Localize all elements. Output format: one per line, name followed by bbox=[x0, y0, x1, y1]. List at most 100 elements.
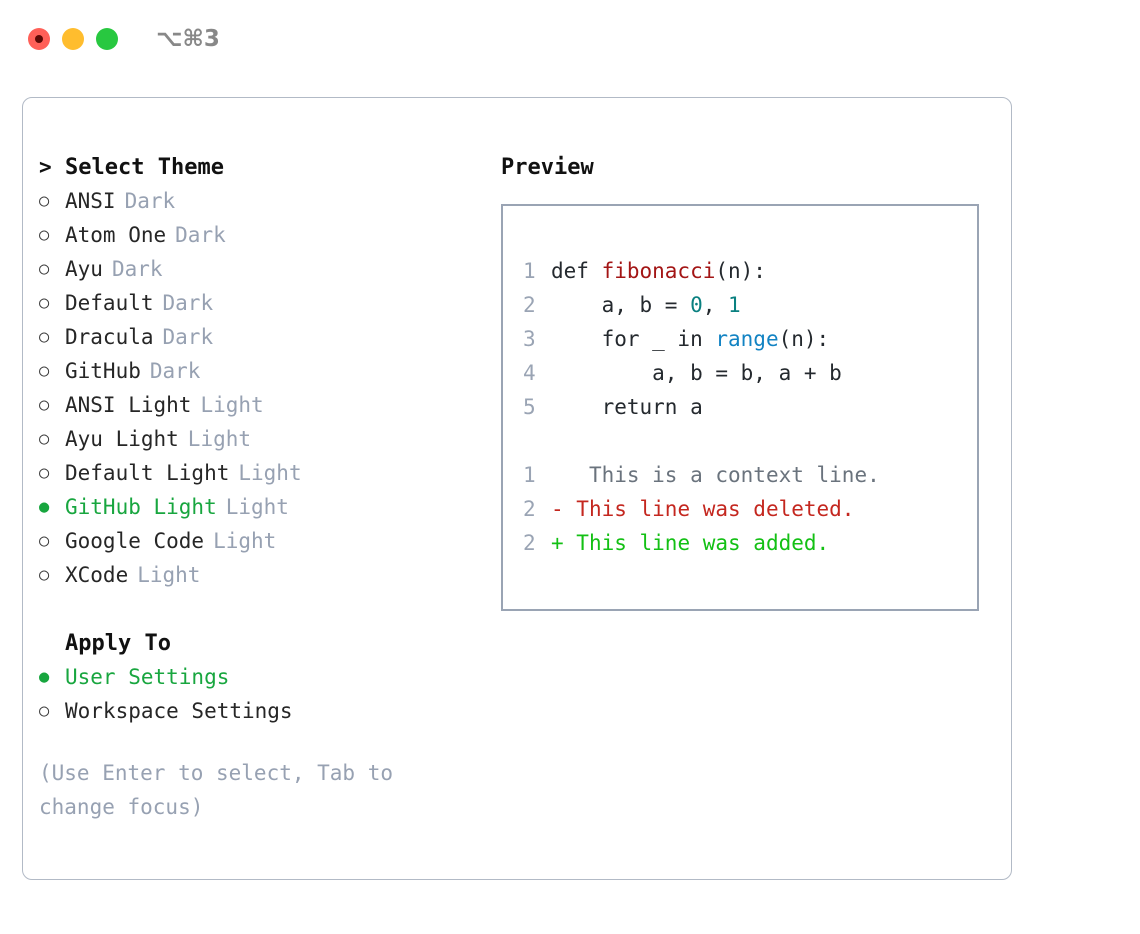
code-token-plain: return a bbox=[551, 395, 703, 419]
title-bar: ⌥⌘3 bbox=[0, 0, 1140, 78]
apply-to-item[interactable]: ● User Settings bbox=[39, 660, 489, 694]
theme-variant-tag: Light bbox=[238, 461, 302, 485]
theme-variant-tag: Dark bbox=[149, 359, 201, 383]
diff-line-text: This line was added. bbox=[563, 531, 830, 555]
preview-title: Preview bbox=[501, 154, 594, 180]
caret-icon: > bbox=[39, 155, 52, 179]
code-line-text: def fibonacci(n): bbox=[551, 259, 766, 283]
code-token-plain: (n): bbox=[778, 327, 830, 351]
code-token-num: 0 bbox=[690, 293, 703, 317]
theme-list-item[interactable]: ● GitHub Light Light bbox=[39, 490, 489, 524]
line-number: 2 bbox=[523, 531, 536, 555]
theme-name: Dracula bbox=[65, 325, 154, 349]
radio-unselected-icon: ○ bbox=[39, 191, 50, 211]
diff-line-added: 2+ This line was added. bbox=[503, 526, 977, 560]
select-theme-title: Select Theme bbox=[65, 154, 224, 180]
code-diff-gap bbox=[503, 424, 977, 458]
apply-to-header: Apply To bbox=[39, 626, 489, 660]
diff-sign bbox=[551, 463, 564, 487]
line-number: 1 bbox=[523, 463, 536, 487]
radio-selected-icon: ● bbox=[39, 667, 50, 687]
code-line-text: return a bbox=[551, 395, 703, 419]
code-token-plain: def bbox=[551, 259, 602, 283]
apply-to-list: ● User Settings ○ Workspace Settings bbox=[39, 660, 489, 728]
code-token-plain: a, b = b, a + b bbox=[551, 361, 842, 385]
minimize-button[interactable] bbox=[62, 28, 84, 50]
diff-line-deleted: 2- This line was deleted. bbox=[503, 492, 977, 526]
radio-unselected-icon: ○ bbox=[39, 463, 50, 483]
code-line: 4 a, b = b, a + b bbox=[503, 356, 977, 390]
radio-unselected-icon: ○ bbox=[39, 361, 50, 381]
apply-to-label: Workspace Settings bbox=[65, 699, 293, 723]
apply-to-label: User Settings bbox=[65, 665, 230, 689]
theme-list-item[interactable]: ○ GitHub Dark bbox=[39, 354, 489, 388]
line-number: 5 bbox=[523, 395, 536, 419]
theme-variant-tag: Dark bbox=[175, 223, 226, 247]
radio-unselected-icon: ○ bbox=[39, 429, 50, 449]
theme-variant-tag: Dark bbox=[124, 189, 176, 213]
code-line-text: a, b = 0, 1 bbox=[551, 293, 741, 317]
line-number: 1 bbox=[523, 259, 536, 283]
radio-unselected-icon: ○ bbox=[39, 293, 50, 313]
line-number: 4 bbox=[523, 361, 536, 385]
code-token-plain: , bbox=[702, 293, 729, 317]
maximize-button[interactable] bbox=[96, 28, 118, 50]
code-line: 1 def fibonacci(n): bbox=[503, 254, 977, 288]
theme-name: Atom One bbox=[65, 223, 167, 247]
select-theme-header: > Select Theme bbox=[39, 150, 489, 184]
code-token-plain: (n): bbox=[715, 259, 766, 283]
code-line-text: for _ in range(n): bbox=[551, 327, 830, 351]
apply-to-item[interactable]: ○ Workspace Settings bbox=[39, 694, 489, 728]
theme-variant-tag: Light bbox=[225, 495, 289, 519]
diff-block: 1 This is a context line. 2- This line wa… bbox=[503, 458, 977, 560]
theme-variant-tag: Dark bbox=[111, 257, 163, 281]
diff-line-text: This line was deleted. bbox=[563, 497, 855, 521]
code-token-plain: for _ in bbox=[551, 327, 716, 351]
radio-unselected-icon: ○ bbox=[39, 259, 50, 279]
theme-list-item[interactable]: ○ Default Light Light bbox=[39, 456, 489, 490]
traffic-lights bbox=[28, 28, 118, 50]
code-line-text: a, b = b, a + b bbox=[551, 361, 842, 385]
radio-unselected-icon: ○ bbox=[39, 701, 50, 721]
theme-name: GitHub bbox=[65, 359, 141, 383]
theme-variant-tag: Light bbox=[213, 529, 277, 553]
apply-to-title: Apply To bbox=[65, 630, 171, 656]
code-token-builtin: range bbox=[715, 327, 779, 351]
diff-line-text: This is a context line. bbox=[563, 463, 880, 487]
theme-name: ANSI Light bbox=[65, 393, 192, 417]
theme-list-item[interactable]: ○ Ayu Dark bbox=[39, 252, 489, 286]
radio-unselected-icon: ○ bbox=[39, 327, 50, 347]
theme-name: XCode bbox=[65, 563, 129, 587]
theme-list-item[interactable]: ○ Dracula Dark bbox=[39, 320, 489, 354]
theme-variant-tag: Dark bbox=[162, 291, 214, 315]
radio-unselected-icon: ○ bbox=[39, 565, 50, 585]
theme-name: Default Light bbox=[65, 461, 230, 485]
theme-name: GitHub Light bbox=[65, 495, 217, 519]
theme-name: Ayu bbox=[65, 257, 103, 281]
close-button[interactable] bbox=[28, 28, 50, 50]
line-number: 3 bbox=[523, 327, 536, 351]
theme-name: Ayu Light bbox=[65, 427, 179, 451]
theme-list-item[interactable]: ○ ANSI Dark bbox=[39, 184, 489, 218]
code-token-func: fibonacci bbox=[601, 259, 716, 283]
code-token-num: 1 bbox=[728, 293, 741, 317]
theme-name: ANSI bbox=[65, 189, 116, 213]
line-number: 2 bbox=[523, 293, 536, 317]
code-line: 3 for _ in range(n): bbox=[503, 322, 977, 356]
theme-variant-tag: Dark bbox=[162, 325, 214, 349]
code-line: 5 return a bbox=[503, 390, 977, 424]
radio-selected-icon: ● bbox=[39, 497, 50, 517]
